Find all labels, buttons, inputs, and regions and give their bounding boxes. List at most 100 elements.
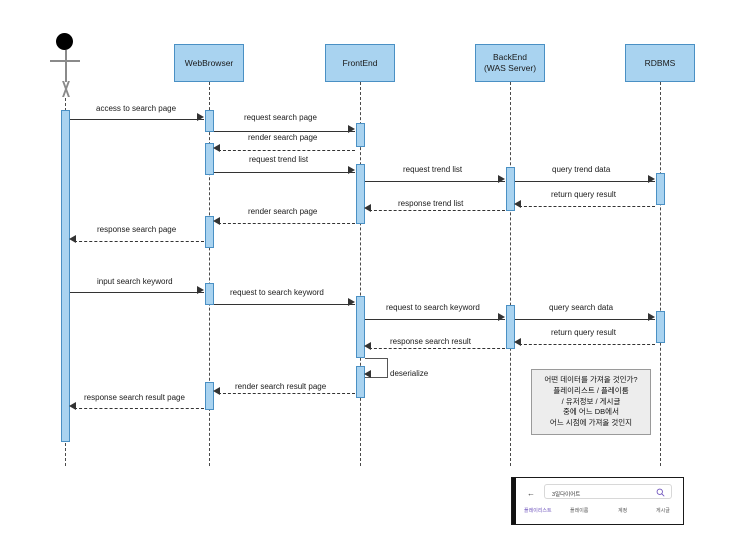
message-label-m5: request trend list: [403, 165, 463, 174]
activation-rdbms-1: [656, 173, 665, 205]
message-label-m11: input search keyword: [97, 277, 173, 286]
message-arrow-m14: [648, 313, 655, 321]
message-arrow-m17: [364, 370, 371, 378]
message-line-m6: [515, 181, 655, 182]
message-arrow-m1: [197, 113, 204, 121]
message-arrow-m12: [348, 298, 355, 306]
tab-post[interactable]: 게시글: [656, 508, 670, 514]
activation-rdbms-2: [656, 311, 665, 343]
message-arrow-m3: [213, 144, 220, 152]
message-line-m19: [74, 408, 204, 409]
message-arrow-m11: [197, 286, 204, 294]
activation-actor: [61, 110, 70, 442]
activation-webbrowser-3: [205, 216, 214, 248]
activation-frontend-3: [356, 296, 365, 358]
message-arrow-m13: [498, 313, 505, 321]
note-data-source: 어떤 데이터를 가져올 것인가? 플레이리스트 / 플레이룸 / 유저정보 / …: [531, 369, 651, 435]
activation-webbrowser-5: [205, 382, 214, 410]
message-line-m9: [218, 223, 355, 224]
participant-label-line1: BackEnd: [492, 52, 528, 63]
message-arrow-m10: [69, 235, 76, 243]
actor-arms-icon: [50, 60, 80, 62]
message-line-m14: [515, 319, 655, 320]
message-line-m10: [74, 241, 204, 242]
participant-backend[interactable]: BackEnd (WAS Server): [475, 44, 545, 82]
search-input-value: 3일다이어트: [552, 492, 581, 498]
message-line-m16: [369, 348, 505, 349]
message-label-m13: request to search keyword: [386, 303, 480, 312]
note-line-2: 플레이리스트 / 플레이룸: [553, 385, 629, 395]
message-label-m2: request search page: [244, 113, 317, 122]
activation-webbrowser-2: [205, 143, 214, 175]
message-label-m14: query search data: [549, 303, 614, 312]
message-label-m18: render search result page: [235, 382, 327, 391]
activation-frontend-2: [356, 164, 365, 224]
mobile-mockup: ← 3일다이어트 플레이리스트 플레이룸 계정 게시글: [511, 477, 684, 525]
activation-webbrowser-1: [205, 110, 214, 132]
message-arrow-m16: [364, 342, 371, 350]
message-label-m12: request to search keyword: [230, 288, 324, 297]
participant-frontend[interactable]: FrontEnd: [325, 44, 395, 82]
message-arrow-m4: [348, 166, 355, 174]
message-arrow-m18: [213, 387, 220, 395]
message-label-m6: query trend data: [552, 165, 611, 174]
message-line-m8: [369, 210, 505, 211]
message-selfcall-m17: [365, 358, 388, 378]
magnifier-icon[interactable]: [656, 488, 665, 499]
participant-label: FrontEnd: [342, 57, 378, 68]
message-line-m18: [218, 393, 355, 394]
message-line-m1: [70, 119, 204, 120]
tab-playlist[interactable]: 플레이리스트: [524, 508, 552, 514]
activation-backend-1: [506, 167, 515, 211]
message-label-m19: response search result page: [84, 393, 185, 402]
message-line-m13: [365, 319, 505, 320]
message-line-m11: [70, 292, 204, 293]
actor-legs-icon: [50, 81, 82, 97]
lifeline-backend: [510, 82, 511, 466]
lifeline-webbrowser: [209, 82, 210, 466]
participant-webbrowser[interactable]: WebBrowser: [174, 44, 244, 82]
message-arrow-m8: [364, 204, 371, 212]
message-label-m7: return query result: [551, 190, 616, 199]
message-line-m3: [218, 150, 355, 151]
message-arrow-m5: [498, 175, 505, 183]
message-line-m2: [214, 131, 355, 132]
message-label-m17: deserialize: [390, 369, 429, 378]
message-line-m5: [365, 181, 505, 182]
note-line-3: / 유저정보 / 게시글: [561, 396, 621, 406]
activation-frontend-1: [356, 123, 365, 147]
message-label-m1: access to search page: [96, 104, 177, 113]
note-line-5: 어느 시점에 가져올 것인지: [549, 418, 633, 428]
message-label-m8: response trend list: [398, 199, 464, 208]
message-arrow-m6: [648, 175, 655, 183]
message-label-m15: return query result: [551, 328, 616, 337]
message-line-m4: [214, 172, 355, 173]
actor-head-icon: [56, 33, 73, 50]
message-label-m9: render search page: [248, 207, 318, 216]
participant-label: WebBrowser: [184, 57, 234, 68]
message-arrow-m15: [514, 338, 521, 346]
message-line-m15: [519, 344, 655, 345]
message-arrow-m9: [213, 217, 220, 225]
message-arrow-m7: [514, 200, 521, 208]
search-input[interactable]: 3일다이어트: [544, 484, 672, 499]
note-line-4: 중에 어느 DB에서: [563, 407, 619, 417]
participant-label-line2: (WAS Server): [483, 63, 537, 73]
message-arrow-m19: [69, 402, 76, 410]
participant-rdbms[interactable]: RDBMS: [625, 44, 695, 82]
message-line-m7: [519, 206, 655, 207]
back-arrow-icon[interactable]: ←: [527, 489, 535, 498]
message-label-m4: request trend list: [249, 155, 309, 164]
mockup-left-edge: [512, 478, 516, 524]
message-label-m10: response search page: [97, 225, 177, 234]
message-line-m12: [214, 304, 355, 305]
tab-account[interactable]: 계정: [618, 508, 628, 514]
message-label-m16: response search result: [390, 337, 471, 346]
activation-webbrowser-4: [205, 283, 214, 305]
tab-playroom[interactable]: 플레이룸: [570, 508, 589, 514]
lifeline-frontend: [360, 82, 361, 466]
note-line-1: 어떤 데이터를 가져올 것인가?: [544, 374, 638, 384]
activation-frontend-4: [356, 366, 365, 398]
actor-body-icon: [65, 50, 67, 82]
